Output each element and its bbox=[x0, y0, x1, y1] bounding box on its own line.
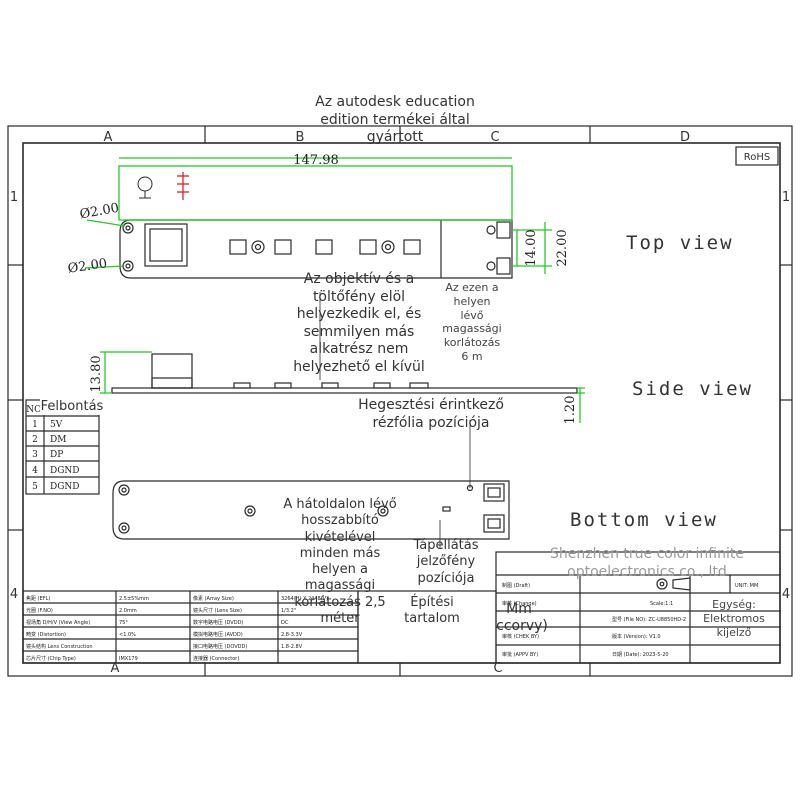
svg-text:Scale:1:1: Scale:1:1 bbox=[650, 601, 673, 607]
svg-text:审核 (Change): 审核 (Change) bbox=[502, 600, 537, 607]
svg-text:接口电路电压 (DOVDD): 接口电路电压 (DOVDD) bbox=[193, 643, 247, 650]
bottom-view-board bbox=[112, 480, 510, 540]
grid-col-b: B bbox=[296, 130, 305, 145]
bottom-view-label: Bottom view bbox=[570, 509, 718, 531]
svg-text:畸变 (Distortion): 畸变 (Distortion) bbox=[26, 631, 66, 638]
svg-text:DP: DP bbox=[50, 450, 63, 460]
svg-text:5: 5 bbox=[32, 482, 38, 492]
svg-text:日期 (Date): 2023-5-20: 日期 (Date): 2023-5-20 bbox=[612, 652, 669, 658]
svg-text:镜头尺寸 (Lens Size): 镜头尺寸 (Lens Size) bbox=[193, 607, 242, 614]
note-weld: Hegesztési érintkező rézfólia pozíciója bbox=[358, 397, 504, 431]
grid-col-c: C bbox=[490, 130, 499, 145]
svg-text:审核 (CHEK BY): 审核 (CHEK BY) bbox=[502, 633, 539, 640]
grid-col-a-bottom: A bbox=[111, 661, 120, 676]
dim-1380: 13.80 bbox=[89, 355, 104, 392]
svg-text:光圈 (F.NO): 光圈 (F.NO) bbox=[26, 607, 53, 614]
dim-width: 147.98 bbox=[293, 153, 339, 168]
svg-text:2.0mm: 2.0mm bbox=[119, 608, 137, 614]
svg-text:DGND: DGND bbox=[50, 466, 80, 476]
svg-text:视场角 D/H/V (View Angle): 视场角 D/H/V (View Angle) bbox=[26, 619, 90, 626]
svg-text:1: 1 bbox=[32, 420, 38, 430]
note-ccorvy: ccorvy) bbox=[496, 618, 548, 634]
note-lens: Az objektív és a töltőfény elöl helyezke… bbox=[293, 271, 425, 375]
svg-text:连接器 (Connector): 连接器 (Connector) bbox=[193, 655, 239, 662]
svg-text:3: 3 bbox=[32, 450, 38, 460]
rohs-label: RoHS bbox=[744, 152, 770, 163]
svg-text:型号 (File NO): ZC-U8850HD-2: 型号 (File NO): ZC-U8850HD-2 bbox=[612, 616, 686, 623]
grid-row-4-right: 4 bbox=[782, 587, 790, 602]
svg-text:版本 (Version): V1.0: 版本 (Version): V1.0 bbox=[612, 633, 661, 640]
title-block bbox=[495, 551, 781, 664]
svg-text:1.8-2.8V: 1.8-2.8V bbox=[281, 644, 303, 650]
svg-text:镜头结构 Lens Construction: 镜头结构 Lens Construction bbox=[26, 643, 93, 650]
svg-text:审批 (APPV BY): 审批 (APPV BY) bbox=[502, 651, 538, 658]
svg-text:IMX179: IMX179 bbox=[119, 656, 138, 662]
svg-text:数字电路电压 (DVDD): 数字电路电压 (DVDD) bbox=[193, 619, 243, 626]
note-build: Építési tartalom bbox=[404, 595, 460, 627]
svg-text:1/3.2": 1/3.2" bbox=[281, 608, 296, 614]
svg-text:UNIT: MM: UNIT: MM bbox=[735, 583, 758, 589]
svg-text:3264(H) X 2448(V): 3264(H) X 2448(V) bbox=[281, 596, 328, 602]
svg-text:DC: DC bbox=[281, 620, 289, 626]
svg-text:75°: 75° bbox=[119, 620, 128, 626]
company-name: Shenzhen true color infinite optoelectro… bbox=[550, 546, 744, 580]
note-height-limit: Az ezen a helyen lévő magassági korlátoz… bbox=[442, 281, 502, 363]
side-view-board bbox=[111, 387, 578, 394]
side-view-lens bbox=[151, 353, 193, 389]
grid-row-4: 4 bbox=[10, 587, 18, 602]
svg-text:2.5±5%mm: 2.5±5%mm bbox=[119, 596, 149, 602]
pin-table-title: Felbontás bbox=[40, 399, 104, 416]
dim-120: 1.20 bbox=[563, 396, 578, 425]
svg-text:2: 2 bbox=[32, 435, 38, 445]
svg-text:2.8-3.3V: 2.8-3.3V bbox=[281, 632, 303, 638]
svg-text:模拟电路电压 (AVDD): 模拟电路电压 (AVDD) bbox=[193, 631, 243, 638]
grid-col-a: A bbox=[104, 130, 113, 145]
rohs-box bbox=[735, 146, 779, 166]
svg-text:制图 (Draft): 制图 (Draft) bbox=[502, 582, 530, 589]
top-view-label: Top view bbox=[626, 232, 734, 254]
side-view-label: Side view bbox=[632, 378, 753, 400]
svg-text:焦距 (EFL): 焦距 (EFL) bbox=[26, 595, 50, 602]
dim-hole-top: Ø2.00 bbox=[79, 201, 121, 223]
lens-module bbox=[144, 223, 188, 267]
note-unit: Egység: Elektromos kijelző bbox=[703, 598, 765, 639]
note-power-led: Tápellátás jelzőfény pozíciója bbox=[413, 538, 479, 586]
header-note: Az autodesk education edition termékei á… bbox=[315, 94, 475, 145]
svg-text:像素 (Array Size): 像素 (Array Size) bbox=[193, 595, 234, 602]
grid-col-d: D bbox=[680, 130, 690, 145]
grid-row-1: 1 bbox=[10, 190, 18, 205]
svg-text:DM: DM bbox=[50, 435, 66, 445]
svg-text:5V: 5V bbox=[50, 420, 63, 430]
svg-text:4: 4 bbox=[32, 466, 38, 476]
svg-text:芯片尺寸 (Chip Type): 芯片尺寸 (Chip Type) bbox=[26, 655, 76, 662]
dimension-outline bbox=[118, 165, 513, 221]
dim-22: 22.00 bbox=[555, 229, 570, 266]
svg-text:DGND: DGND bbox=[50, 482, 80, 492]
note-back: A hátoldalon lévő hosszabbító kivételéve… bbox=[283, 497, 397, 626]
dim-hole-bottom: Ø2.00 bbox=[67, 256, 108, 276]
pin-header: NO. bbox=[26, 405, 44, 415]
grid-row-1-right: 1 bbox=[782, 190, 790, 205]
dim-14: 14.00 bbox=[524, 229, 539, 266]
note-mm: Mm bbox=[506, 601, 532, 617]
svg-text:<1.0%: <1.0% bbox=[119, 632, 136, 638]
grid-col-c-bottom: C bbox=[493, 661, 502, 676]
